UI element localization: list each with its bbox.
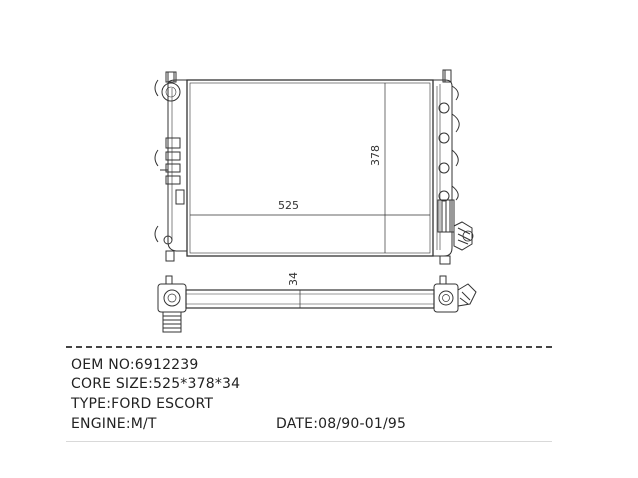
bottom-rule bbox=[66, 441, 552, 442]
oem-number: OEM NO:6912239 bbox=[71, 357, 199, 373]
dashed-separator bbox=[66, 346, 552, 348]
right-tank bbox=[432, 69, 474, 265]
core-size: CORE SIZE:525*378*34 bbox=[71, 376, 241, 392]
production-date: DATE:08/90-01/95 bbox=[276, 416, 407, 432]
left-tank bbox=[154, 71, 188, 262]
radiator-core bbox=[186, 79, 434, 257]
engine-type: ENGINE:M/T bbox=[71, 416, 157, 432]
dimension-width-label: 525 bbox=[278, 199, 299, 212]
radiator-drawing: 525 378 34 bbox=[154, 69, 477, 333]
vehicle-type: TYPE:FORD ESCORT bbox=[71, 396, 214, 412]
dimension-thickness-label: 34 bbox=[287, 272, 300, 286]
top-view bbox=[157, 275, 477, 333]
dimension-height-label: 378 bbox=[369, 145, 382, 166]
